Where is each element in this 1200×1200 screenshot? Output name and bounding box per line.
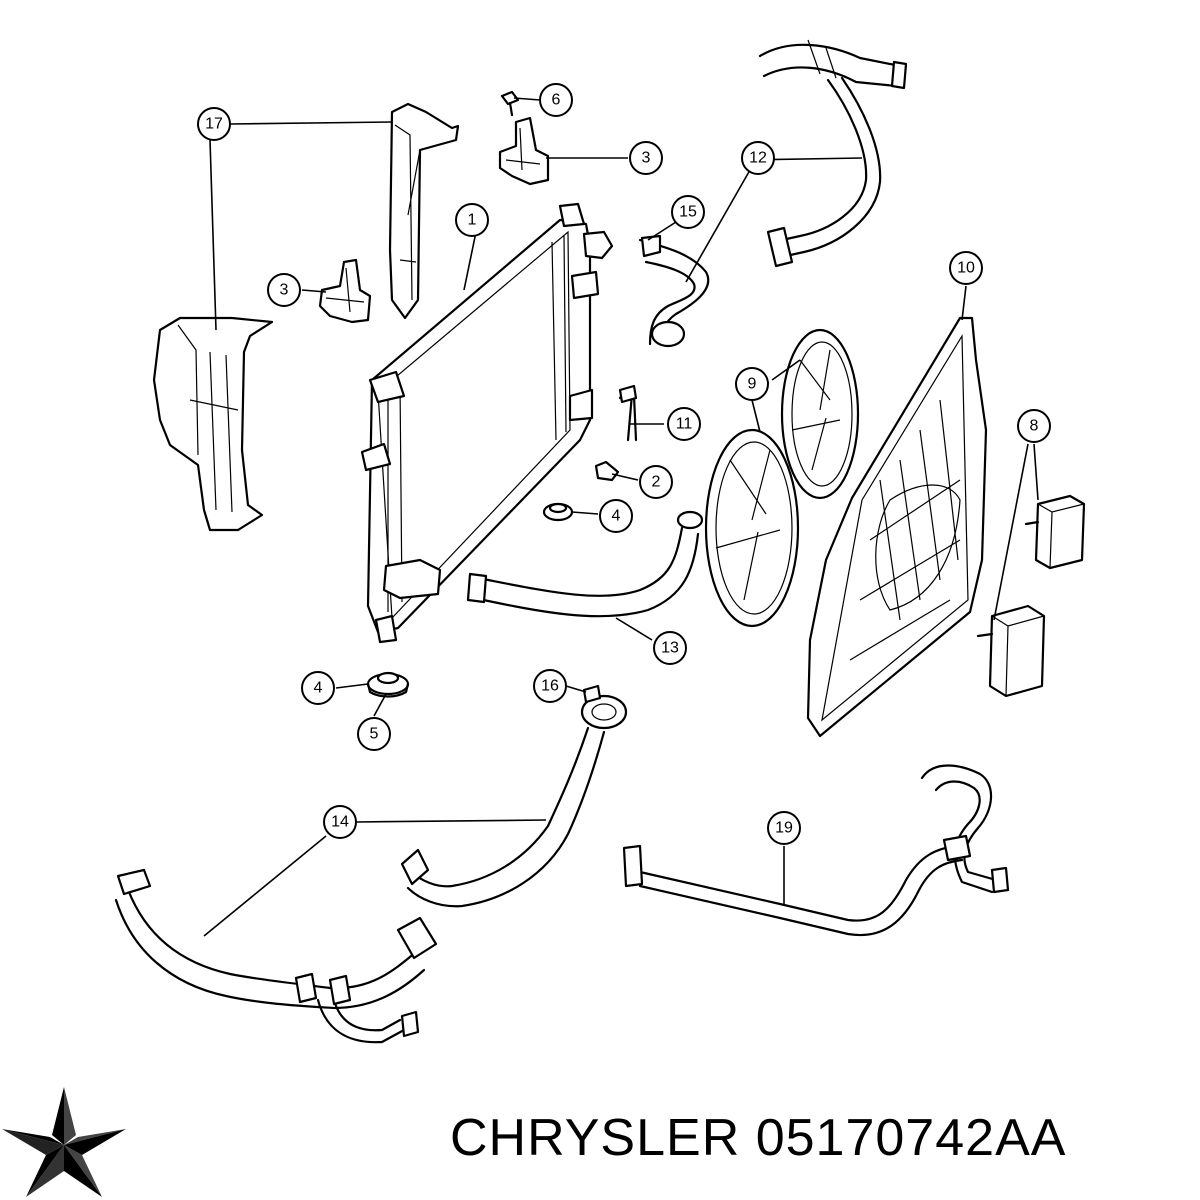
svg-text:15: 15 [679, 204, 697, 221]
part-caption: CHRYSLER 05170742AA [450, 1108, 1195, 1168]
chrysler-pentastar-logo-icon [2, 1087, 126, 1197]
part-19-bypass-tube [622, 764, 1010, 937]
svg-text:1: 1 [468, 212, 477, 229]
part-2-fitting [594, 460, 620, 482]
part-4-insulator-lower [366, 671, 410, 698]
part-12-upper-hose [758, 39, 908, 268]
part-4-insulator-upper [542, 502, 574, 522]
callout-1: 1 [455, 203, 489, 237]
svg-text:3: 3 [280, 282, 289, 299]
part-13-lower-hose [466, 510, 704, 618]
brand-name: CHRYSLER [450, 1109, 741, 1167]
callout-9: 9 [735, 367, 769, 401]
part-1-radiator [360, 202, 614, 644]
part-6-screw [500, 90, 520, 117]
svg-text:13: 13 [661, 640, 679, 657]
svg-text:3: 3 [642, 150, 651, 167]
callout-13: 13 [653, 631, 687, 665]
part-15-hose [638, 234, 710, 348]
callout-10: 10 [949, 251, 983, 285]
svg-text:17: 17 [205, 116, 223, 133]
svg-text:2: 2 [652, 474, 661, 491]
callout-12: 12 [741, 141, 775, 175]
svg-text:4: 4 [612, 508, 621, 525]
part-8-module-lower [976, 604, 1046, 698]
svg-text:6: 6 [552, 92, 561, 109]
callout-14: 14 [323, 805, 357, 839]
part-number: 05170742AA [755, 1109, 1067, 1167]
part-3-bracket-upper [498, 116, 550, 186]
callout-3-upper: 3 [629, 141, 663, 175]
callout-4-upper: 4 [599, 499, 633, 533]
callout-17: 17 [197, 107, 231, 141]
svg-text:8: 8 [1030, 418, 1039, 435]
callout-2: 2 [639, 465, 673, 499]
part-14-heater-hose [114, 726, 606, 1044]
callout-3-lower: 3 [267, 273, 301, 307]
part-16-thermostat-housing [580, 684, 628, 730]
part-8-module-upper [1024, 494, 1086, 570]
part-10-fan-shroud [806, 316, 988, 738]
callout-4-lower: 4 [301, 671, 335, 705]
svg-text:19: 19 [775, 820, 793, 837]
part-11-small-line [618, 384, 638, 442]
callout-19: 19 [767, 811, 801, 845]
callout-8: 8 [1017, 409, 1051, 443]
part-3-bracket-lower [318, 258, 372, 324]
part-17-air-deflector [152, 102, 460, 532]
part-9-fan-upper [780, 328, 860, 500]
callout-11: 11 [667, 407, 701, 441]
svg-text:9: 9 [748, 376, 757, 393]
callout-15: 15 [671, 195, 705, 229]
svg-text:5: 5 [370, 726, 379, 743]
svg-text:11: 11 [676, 416, 693, 433]
cooling-system-exploded-diagram: 17 6 3 3 1 12 15 10 9 11 8 2 4 13 4 5 16 [114, 39, 1086, 1044]
svg-text:4: 4 [314, 680, 323, 697]
callout-5: 5 [357, 717, 391, 751]
svg-text:12: 12 [749, 150, 767, 167]
svg-text:16: 16 [541, 678, 559, 695]
callout-6: 6 [539, 83, 573, 117]
part-9-fan-lower [704, 428, 800, 628]
svg-text:14: 14 [331, 814, 349, 831]
svg-text:10: 10 [957, 260, 975, 277]
callout-16: 16 [533, 669, 567, 703]
